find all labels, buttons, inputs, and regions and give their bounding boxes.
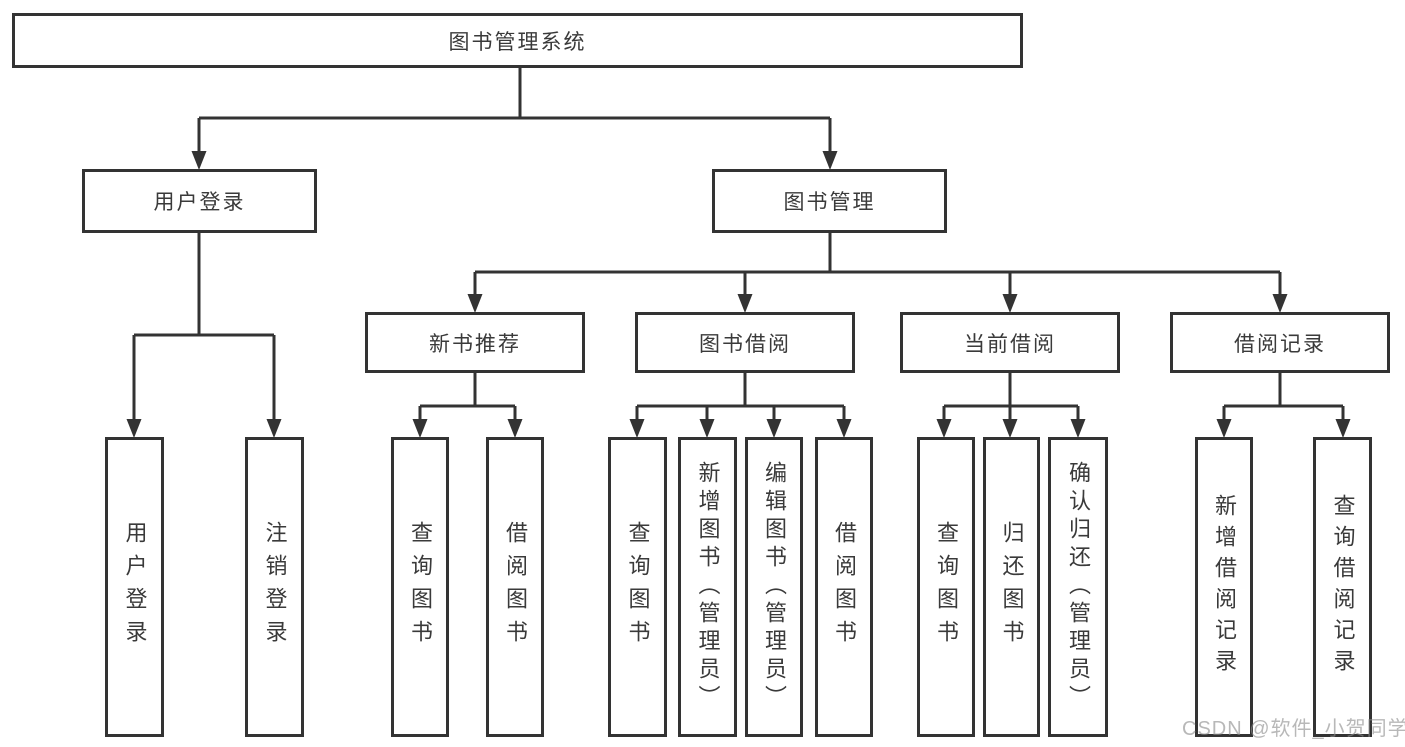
node-library-management-system: 图书管理系统 [12,13,1023,68]
leaf-label: 查询借阅记录 [1330,494,1356,680]
node-label: 新书推荐 [429,332,521,356]
node-label: 图书借阅 [699,332,791,356]
node-label: 图书管理 [783,191,876,214]
leaf-query-books-current: 查询图书 [917,437,975,737]
leaf-query-books-recommend: 查询图书 [391,437,449,737]
node-current-borrow: 当前借阅 [900,312,1120,373]
leaf-label: 查询图书 [408,521,433,653]
leaf-label: 查询图书 [625,521,651,653]
leaf-label: 注销登录 [262,521,288,653]
leaf-return-books: 归还图书 [983,437,1040,737]
leaf-add-borrow-record: 新增借阅记录 [1195,437,1253,737]
node-label: 当前借阅 [964,332,1056,356]
leaf-label: 借阅图书 [503,521,528,653]
leaf-label: 编辑图书（管理员） [762,461,787,713]
leaf-user-login: 用户登录 [105,437,164,737]
leaf-label: 查询图书 [934,521,959,653]
leaf-confirm-return-admin: 确认归还（管理员） [1048,437,1108,737]
node-label: 图书管理系统 [448,30,587,54]
leaf-edit-books-admin: 编辑图书（管理员） [745,437,803,737]
leaf-label: 新增图书（管理员） [695,461,721,713]
node-borrow-records: 借阅记录 [1170,312,1390,373]
arrowheads [126,151,1351,438]
csdn-watermark: CSDN @软件_小贺同学 [1182,718,1405,740]
leaf-borrow-books-recommend: 借阅图书 [486,437,544,737]
leaf-label: 新增借阅记录 [1212,494,1237,680]
tree-edges [132,68,1345,421]
leaf-label: 用户登录 [122,521,148,653]
leaf-logout: 注销登录 [245,437,304,737]
leaf-label: 借阅图书 [832,521,857,653]
node-user-login-branch: 用户登录 [82,169,317,233]
leaf-label: 确认归还（管理员） [1066,461,1091,713]
leaf-query-books-borrow: 查询图书 [608,437,667,737]
leaf-query-borrow-record: 查询借阅记录 [1313,437,1372,737]
node-label: 用户登录 [153,191,246,214]
node-book-borrow: 图书借阅 [635,312,855,373]
leaf-label: 归还图书 [999,521,1025,653]
node-label: 借阅记录 [1234,332,1326,356]
node-new-book-recommend: 新书推荐 [365,312,585,373]
leaf-add-books-admin: 新增图书（管理员） [678,437,737,737]
node-book-management: 图书管理 [712,169,947,233]
leaf-borrow-books: 借阅图书 [815,437,873,737]
